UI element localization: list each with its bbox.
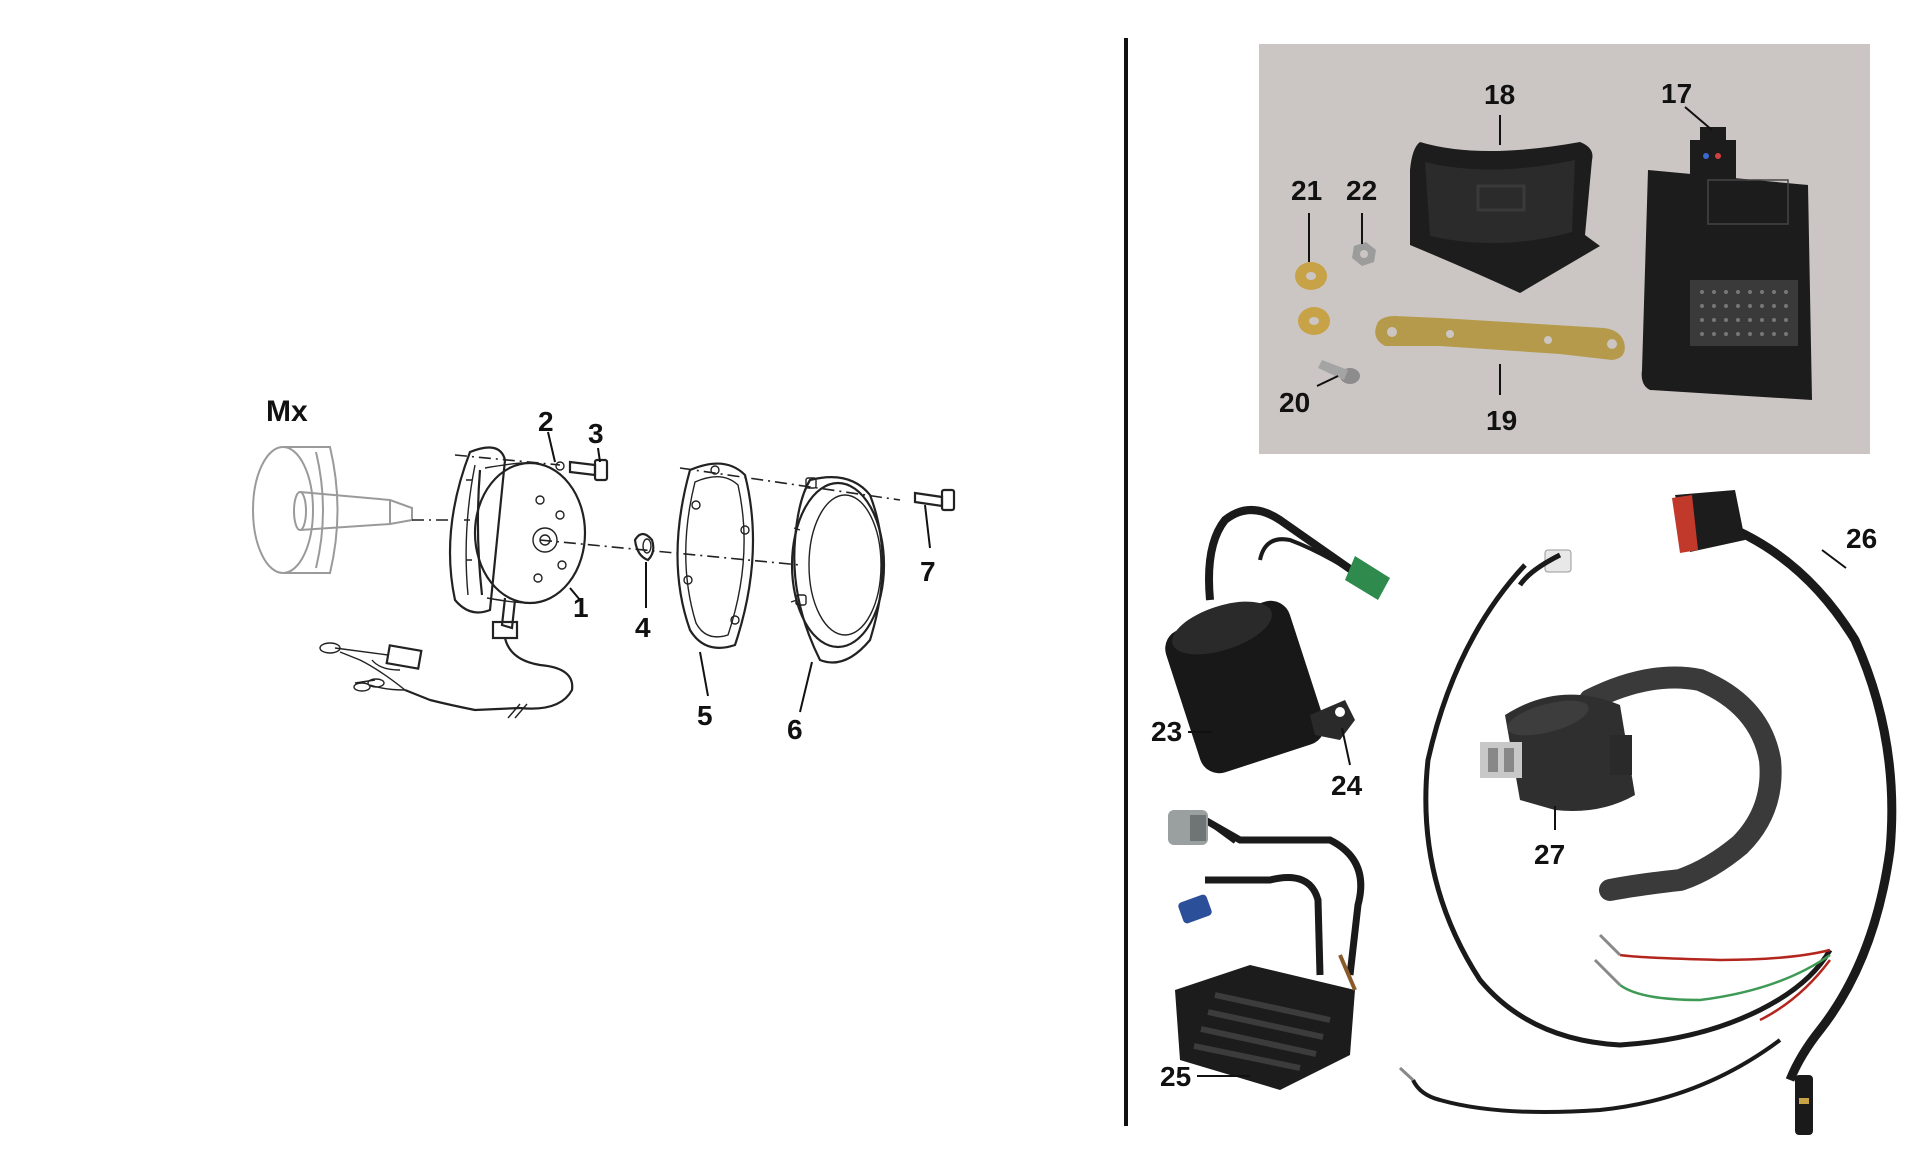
callout-27: 27 [1534,839,1565,870]
flywheel-nut [633,532,655,562]
leader-24 [1341,727,1351,766]
axis-line-screw [454,454,561,466]
cdi-rubber-cover [1410,142,1600,293]
callout-21: 21 [1291,175,1322,206]
leader-1 [569,587,581,601]
leader-26 [1821,549,1847,569]
exploded-view-drawing: Mx 2 3 1 4 5 6 7 [252,395,956,745]
cdi-unit [1641,127,1812,400]
cover-bolt [913,488,956,512]
brass-washers [1295,262,1330,335]
leader-7 [924,504,931,549]
leader-5 [699,651,709,697]
callout-6: 6 [787,714,803,745]
condenser [1165,506,1390,774]
assembly-label: Mx [266,395,308,428]
callout-26: 26 [1846,523,1877,554]
callout-7: 7 [920,556,936,587]
callout-1: 1 [573,592,589,623]
cdi-photo-panel: 18 17 21 22 19 20 [1259,44,1870,454]
leader-17 [1684,106,1713,131]
voltage-regulator [1168,810,1365,1090]
leader-20 [1316,375,1339,387]
hex-bolt [1318,360,1360,384]
axis-line-cover [679,467,901,501]
mounting-bracket [1375,316,1625,360]
axis-line-front [539,539,801,566]
leader-3 [597,447,601,463]
stator-screw [555,458,609,482]
callout-18: 18 [1484,79,1515,110]
callout-22: 22 [1346,175,1377,206]
callout-25: 25 [1160,1061,1191,1092]
leader-6 [799,661,813,713]
cover-gasket [676,462,755,649]
flywheel-outline [252,446,413,574]
callout-5: 5 [697,700,713,731]
callout-2: 2 [538,406,554,437]
callout-4: 4 [635,612,651,643]
callout-19: 19 [1486,405,1517,436]
leader-2 [547,431,556,463]
stator-cover [790,476,886,664]
callout-24: 24 [1331,770,1363,801]
callout-20: 20 [1279,387,1310,418]
stator-assembly [319,446,587,719]
hex-nut [1352,242,1376,266]
callout-3: 3 [588,418,604,449]
callout-17: 17 [1661,78,1692,109]
ignition-coil [1480,666,1782,901]
callout-23: 23 [1151,716,1182,747]
wiring-harness [1398,490,1897,1135]
electrical-components: 23 24 25 26 27 [1151,490,1897,1135]
